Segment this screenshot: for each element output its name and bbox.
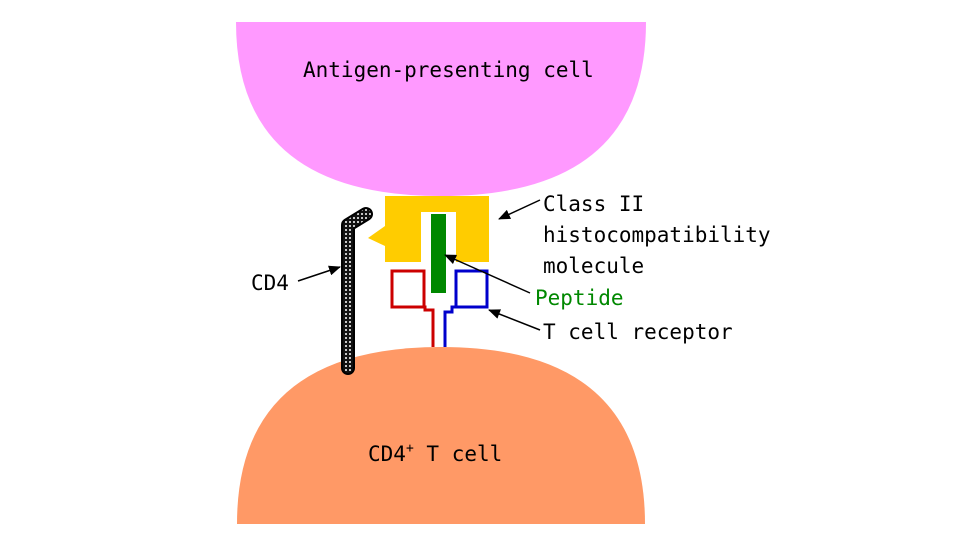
- t-cell-shape: [237, 347, 645, 524]
- tcr-alpha-chain: [390, 269, 435, 347]
- t-cell-label: CD4+ T cell: [368, 441, 502, 466]
- peptide-shape: [431, 214, 446, 293]
- cd4-label: CD4: [251, 271, 289, 295]
- tcr-beta-chain: [443, 269, 489, 347]
- mhc-label-line-1: Class II: [543, 192, 644, 216]
- antigen-presenting-cell-shape: [236, 22, 646, 196]
- cd4-arrow: [297, 265, 341, 282]
- mhc-class-ii-molecule: [368, 196, 489, 262]
- tcr-arrow: [488, 309, 541, 331]
- peptide-arrow: [444, 254, 531, 294]
- mhc-label-line-3: molecule: [543, 254, 644, 278]
- t-cell-label-suffix: T cell: [414, 442, 503, 466]
- peptide-label: Peptide: [535, 286, 624, 310]
- cd4-molecule: [341, 207, 373, 375]
- t-cell-label-prefix: CD4: [368, 442, 406, 466]
- mhc-arrow: [498, 199, 541, 220]
- apc-label: Antigen-presenting cell: [303, 58, 594, 82]
- t-cell-label-sup: +: [406, 441, 414, 456]
- tcr-label: T cell receptor: [543, 320, 733, 344]
- mhc-label-line-2: histocompatibility: [543, 223, 771, 247]
